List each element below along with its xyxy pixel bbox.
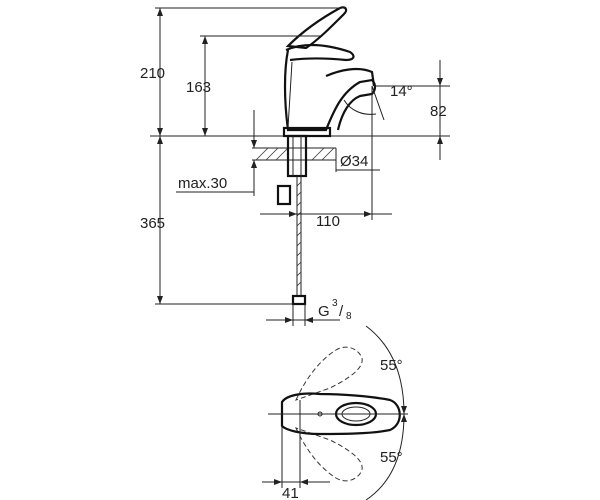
dimension-hole-diameter: Ø34 [335, 148, 380, 172]
dimension-connection-thread: G 3 / 8 [266, 298, 352, 326]
thread-denominator: 8 [346, 311, 352, 322]
thread-slash: / [339, 303, 344, 320]
hose-length-label: 365 [140, 215, 165, 232]
dimension-max-thickness: max.30 [176, 110, 257, 196]
hole-diameter-label: Ø34 [340, 153, 368, 170]
dimension-outlet: 82 14° [343, 60, 450, 160]
spout-reach-label: 110 [316, 213, 340, 230]
faucet-side-view [282, 6, 377, 138]
lever-angle-bottom-label: 55° [380, 449, 403, 466]
flexible-hose [291, 176, 307, 306]
faucet-top-view: 55° 55° [268, 325, 408, 500]
outlet-height-label: 82 [430, 103, 447, 120]
total-height-label: 210 [140, 65, 165, 82]
dimension-body-width: 41 [262, 426, 330, 500]
body-width-label: 41 [282, 485, 299, 500]
spout-angle-label: 14° [390, 83, 413, 100]
dimension-spout-height: 163 [186, 35, 320, 136]
counter-section [252, 134, 336, 206]
dimension-total-height: 210 [140, 7, 345, 136]
dimension-hose-length: 365 [140, 136, 293, 305]
lever-angle-top-label: 55° [380, 357, 403, 374]
max-thickness-label: max.30 [178, 175, 227, 192]
dimension-spout-reach: 110 [260, 124, 392, 230]
thread-letter: G [318, 303, 330, 320]
thread-numerator: 3 [332, 298, 338, 309]
spout-height-label: 163 [186, 79, 211, 96]
